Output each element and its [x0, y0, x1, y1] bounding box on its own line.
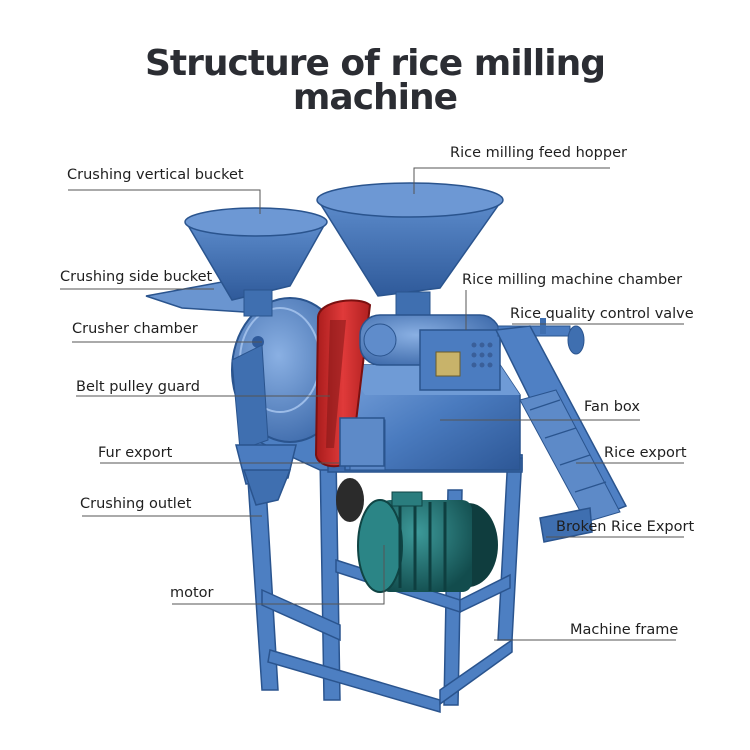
diagram-title-line1: Structure of rice milling [145, 43, 606, 84]
label-rice-milling-feed-hopper: Rice milling feed hopper [450, 145, 627, 161]
label-crusher-chamber: Crusher chamber [72, 321, 198, 337]
motor-body [336, 478, 498, 593]
label-crushing-outlet: Crushing outlet [80, 496, 192, 512]
label-broken-rice-export: Broken Rice Export [556, 519, 695, 535]
rice-milling-feed-hopper [316, 182, 504, 319]
belt-tension-bracket [339, 417, 385, 467]
leader-lines [60, 167, 684, 641]
rice-quality-control-valve [497, 318, 585, 355]
label-rice-export: Rice export [604, 445, 687, 461]
crushing-outlet-chute [242, 469, 292, 506]
label-rice-milling-machine-chamber: Rice milling machine chamber [462, 272, 683, 288]
broken-rice-export-chute [539, 507, 593, 543]
leader-rice-milling-feed-hopper [413, 167, 610, 194]
leader-crushing-vertical-bucket [68, 189, 261, 214]
diagram-title-line2: machine [292, 77, 458, 118]
label-crushing-vertical-bucket: Crushing vertical bucket [67, 167, 244, 183]
rice-milling-machine-chamber [359, 314, 501, 391]
crushing-vertical-bucket [184, 207, 328, 317]
label-fur-export: Fur export [98, 445, 173, 461]
label-machine-frame: Machine frame [570, 622, 679, 638]
label-motor: motor [170, 585, 214, 601]
label-rice-quality-control-valve: Rice quality control valve [510, 306, 694, 322]
label-crushing-side-bucket: Crushing side bucket [60, 269, 213, 285]
label-belt-pulley-guard: Belt pulley guard [76, 379, 200, 395]
label-fan-box: Fan box [584, 399, 640, 415]
rice-export-chute [494, 325, 628, 523]
leader-motor [172, 545, 385, 605]
